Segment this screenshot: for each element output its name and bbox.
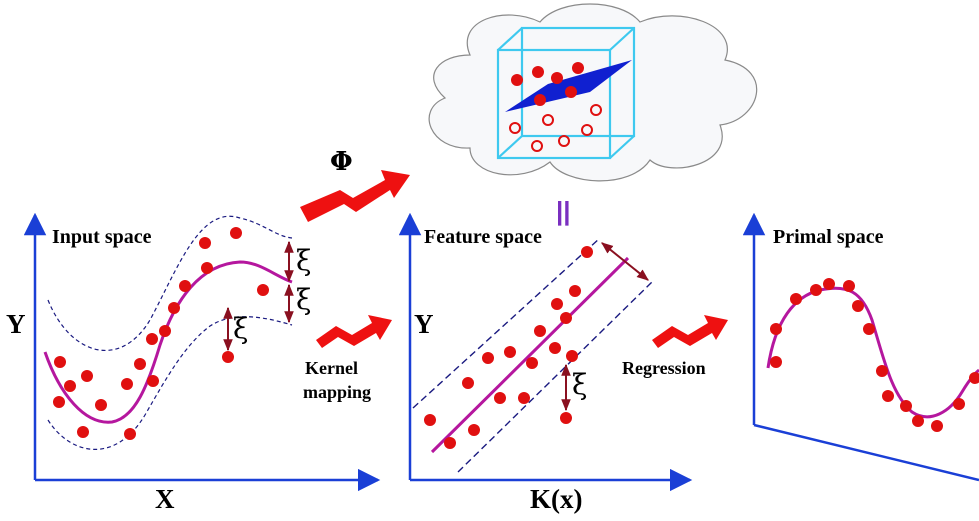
- feature-cube: [496, 26, 636, 160]
- feature-space-title: Feature space: [424, 226, 542, 248]
- xi-feature: ξ: [572, 368, 587, 401]
- xi-lower: ξ: [296, 283, 311, 316]
- input-space-title: Input space: [52, 226, 152, 248]
- primal-space-panel: Primal space: [742, 212, 979, 482]
- feature-lower-tube: [457, 281, 653, 473]
- feature-x-label: K(x): [530, 484, 582, 514]
- feature-data-points: [424, 246, 593, 449]
- input-x-label: X: [155, 484, 175, 514]
- primal-x-axis: [753, 423, 979, 482]
- regression-label: Regression: [622, 358, 706, 378]
- primal-space-title: Primal space: [773, 226, 884, 248]
- cube-points: [509, 62, 602, 152]
- input-y-label: Y: [6, 309, 26, 339]
- feature-margin-arrow: [601, 242, 649, 281]
- input-upper-tube: [47, 215, 293, 352]
- feature-space-panel: Feature space Y K(x) ξ: [398, 212, 693, 514]
- input-lower-tube: [47, 316, 293, 450]
- primal-data-points: [770, 278, 979, 432]
- phi-arrow: [300, 170, 410, 222]
- input-data-points: [53, 227, 269, 440]
- feature-cloud: [428, 3, 758, 182]
- input-regression-curve: [43, 260, 293, 424]
- kernel-mapping-arrow: [316, 315, 392, 348]
- kernel-label-line1: Kernel: [305, 358, 358, 378]
- feature-y-label: Y: [414, 309, 434, 339]
- kernel-label-line2: mapping: [303, 382, 371, 402]
- feature-regression-line: [430, 256, 630, 454]
- equals-symbol: ||: [556, 196, 571, 226]
- input-space-panel: Input space Y X: [6, 212, 381, 514]
- primal-regression-curve: [766, 286, 979, 419]
- xi-point: ξ: [233, 312, 248, 345]
- xi-upper: ξ: [296, 244, 311, 277]
- feature-upper-tube: [412, 237, 601, 409]
- phi-symbol: Φ: [330, 147, 353, 177]
- regression-arrow: [652, 315, 728, 348]
